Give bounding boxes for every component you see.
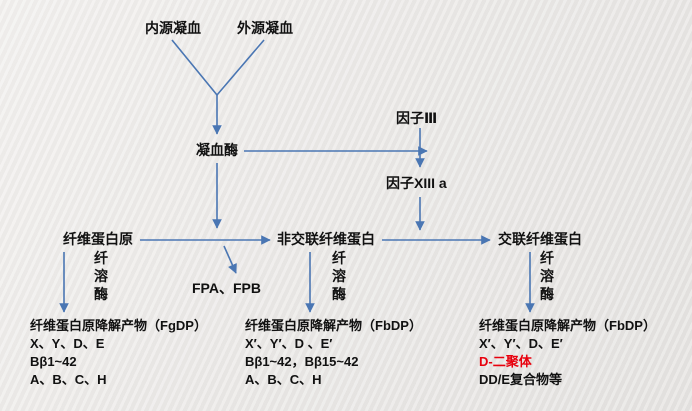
result-block-fbdp-noncrosslinked: 纤维蛋白原降解产物（FbDP） X′、Y′、D 、E′ Bβ1~42，Bβ15~…: [245, 317, 422, 389]
plasmin-label-middle: 纤 溶 酶: [332, 249, 346, 303]
fbdp-line: DD/E复合物等: [479, 372, 563, 387]
result-block-fbdp-crosslinked: 纤维蛋白原降解产物（FbDP） X′、Y′、D、E′ D-二聚体 DD/E复合物…: [479, 317, 656, 389]
plasmin-label-right: 纤 溶 酶: [540, 249, 554, 303]
line-extrinsic-junction: [216, 39, 265, 96]
plasmin-char: 酶: [332, 286, 346, 302]
fgdp-title: 纤维蛋白原降解产物（FgDP）: [30, 318, 207, 333]
node-extrinsic-coagulation: 外源凝血: [237, 20, 293, 36]
node-factor-xiii-a: 因子XIII a: [386, 175, 447, 191]
fbdp-line: A、B、C、H: [245, 372, 322, 387]
fgdp-line: Bβ1~42: [30, 354, 77, 369]
plasmin-label-left: 纤 溶 酶: [94, 249, 108, 303]
node-factor-iii: 因子Ⅲ: [396, 110, 438, 126]
fbdp-line: Bβ1~42，Bβ15~42: [245, 354, 359, 369]
node-fibrinogen: 纤维蛋白原: [63, 231, 133, 247]
node-crosslinked-fibrin: 交联纤维蛋白: [498, 231, 582, 247]
plasmin-char: 溶: [540, 268, 554, 284]
plasmin-char: 溶: [94, 268, 108, 284]
plasmin-char: 纤: [540, 250, 554, 266]
node-noncrosslinked-fibrin: 非交联纤维蛋白: [277, 231, 375, 247]
node-intrinsic-coagulation: 内源凝血: [145, 20, 201, 36]
fbdp-title: 纤维蛋白原降解产物（FbDP）: [245, 318, 422, 333]
fgdp-line: X、Y、D、E: [30, 336, 105, 351]
fbdp-line: X′、Y′、D、E′: [479, 336, 563, 351]
plasmin-char: 溶: [332, 268, 346, 284]
plasmin-char: 酶: [94, 286, 108, 302]
arrow-to-fpa-fpb: [223, 245, 237, 274]
plasmin-char: 纤: [332, 250, 346, 266]
fbdp-line-d-dimer: D-二聚体: [479, 354, 532, 369]
plasmin-char: 酶: [540, 286, 554, 302]
node-fpa-fpb: FPA、FPB: [192, 280, 261, 296]
fbdp-title: 纤维蛋白原降解产物（FbDP）: [479, 318, 656, 333]
fbdp-line: X′、Y′、D 、E′: [245, 336, 333, 351]
result-block-fgdp: 纤维蛋白原降解产物（FgDP） X、Y、D、E Bβ1~42 A、B、C、H: [30, 317, 207, 389]
node-thrombin: 凝血酶: [196, 142, 238, 158]
line-intrinsic-junction: [171, 39, 218, 96]
fgdp-line: A、B、C、H: [30, 372, 107, 387]
plasmin-char: 纤: [94, 250, 108, 266]
